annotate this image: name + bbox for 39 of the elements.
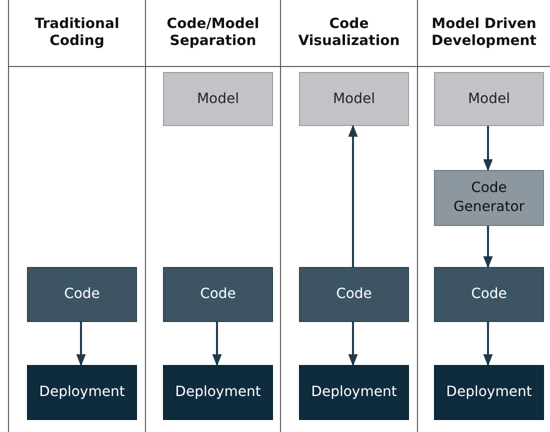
box-label: Code Generator (452, 179, 526, 217)
model-box (434, 72, 544, 126)
deployment-box (27, 365, 137, 420)
box-label: Deployment (175, 383, 261, 402)
code-box (434, 267, 544, 322)
box-label: Deployment (39, 383, 125, 402)
arrow (483, 322, 493, 366)
model-box (299, 72, 409, 126)
column-band (280, 0, 417, 432)
column-heading: Model Driven Development (430, 16, 538, 50)
arrow (348, 124, 358, 267)
box-label: Code (336, 285, 372, 304)
code-box (299, 267, 409, 322)
box-label: Code (200, 285, 236, 304)
box-label: Deployment (446, 383, 532, 402)
box-label: Deployment (311, 383, 397, 402)
box-label: Model (332, 90, 376, 108)
column-heading: Traditional Coding (34, 16, 120, 50)
column-heading: Code Visualization (297, 16, 401, 50)
box-label: Code (471, 285, 507, 304)
code-box (27, 267, 137, 322)
generator-box (434, 170, 544, 226)
deployment-box (434, 365, 544, 420)
deployment-box (163, 365, 273, 420)
deployment-box (299, 365, 409, 420)
model-box (163, 72, 273, 126)
arrow (348, 322, 358, 366)
box-label: Model (468, 90, 510, 108)
code-box (163, 267, 273, 322)
column-band (417, 0, 550, 432)
box-label: Code (64, 285, 100, 304)
box-label: Model (196, 90, 240, 108)
column-heading: Code/Model Separation (166, 16, 260, 50)
arrow (483, 126, 493, 172)
arrow (212, 322, 222, 366)
arrow (76, 322, 86, 366)
column-band (145, 0, 280, 432)
column-band (8, 0, 145, 432)
arrow (483, 226, 493, 268)
